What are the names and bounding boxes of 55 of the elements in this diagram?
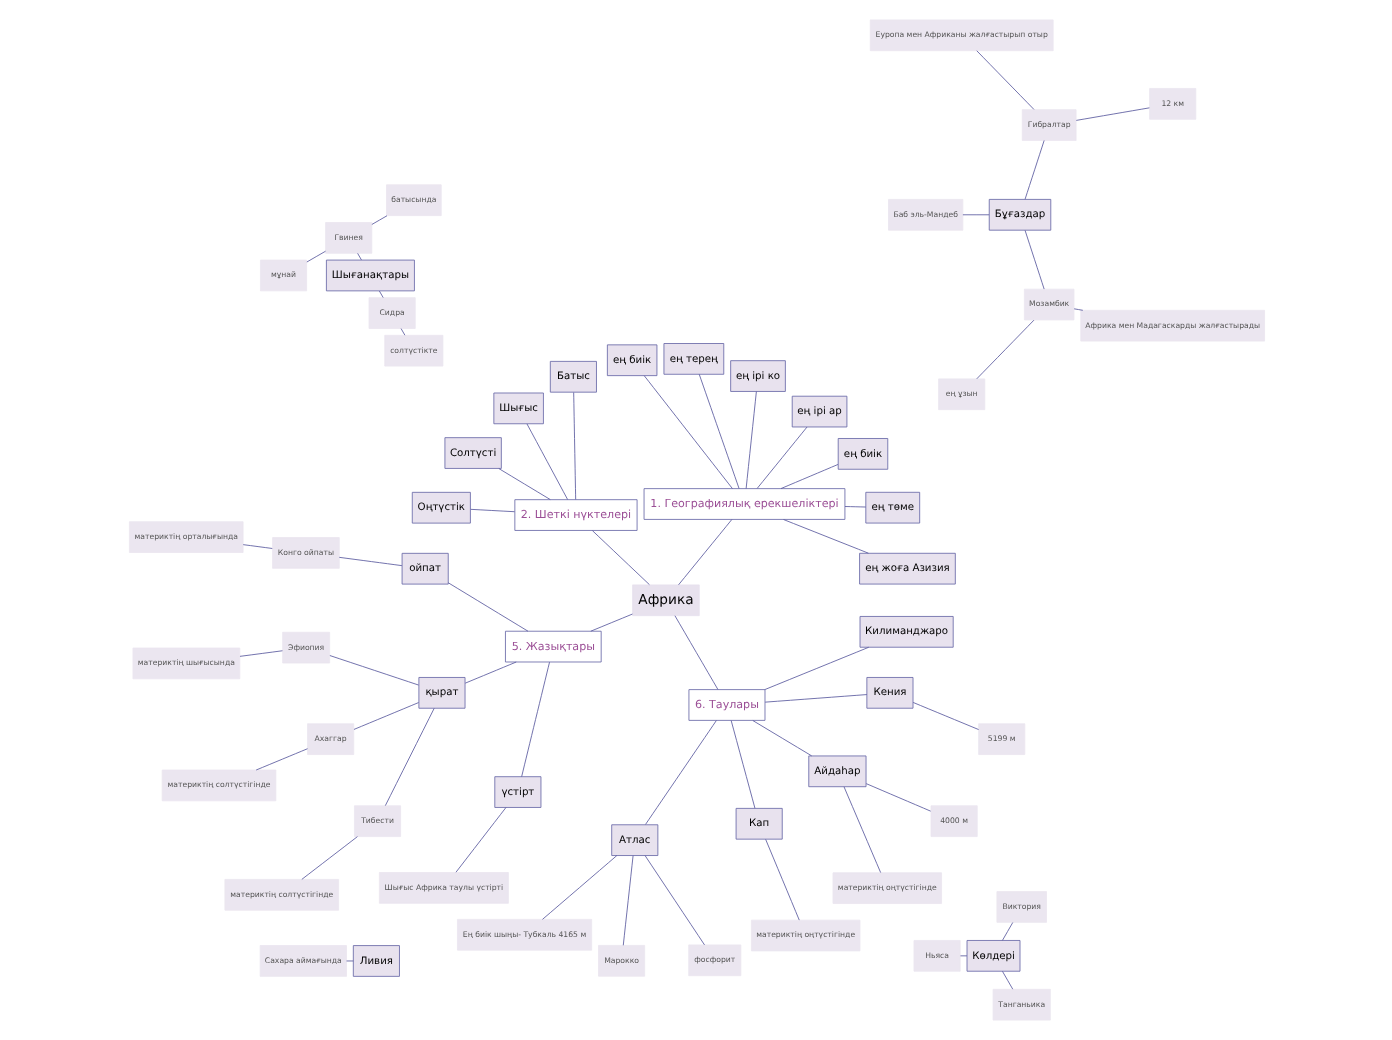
connector: [589, 613, 632, 632]
connector: [328, 655, 419, 686]
connector: [1023, 140, 1044, 200]
connector: [238, 650, 282, 657]
connector: [241, 544, 272, 549]
connector: [446, 582, 528, 632]
connector: [779, 464, 838, 489]
connector: [590, 530, 649, 586]
connector: [356, 252, 361, 261]
connector: [911, 702, 978, 730]
connector: [729, 720, 755, 809]
connector: [469, 508, 514, 513]
connector: [254, 748, 307, 771]
connector: [383, 707, 434, 807]
connector: [764, 838, 799, 921]
connector: [399, 328, 405, 336]
connector: [744, 391, 756, 489]
connector: [755, 426, 807, 489]
connector: [975, 319, 1034, 380]
connector: [305, 250, 325, 263]
connector: [454, 807, 506, 873]
connector: [463, 661, 516, 684]
connector: [345, 960, 353, 962]
connector: [643, 855, 704, 946]
connector: [497, 468, 550, 500]
connector: [697, 373, 739, 489]
connector: [300, 836, 357, 880]
connector: [370, 215, 387, 225]
connector: [644, 720, 716, 825]
connector: [621, 855, 633, 946]
connector: [843, 506, 866, 508]
connector: [1072, 308, 1083, 311]
connector: [525, 423, 568, 500]
connector: [763, 694, 867, 703]
connector: [520, 661, 549, 778]
connector: [961, 214, 989, 216]
connector: [959, 955, 967, 957]
connector: [572, 392, 576, 500]
connector: [337, 556, 402, 567]
connector: [1074, 107, 1149, 121]
connector: [975, 50, 1034, 110]
connector: [1001, 922, 1013, 941]
connector: [677, 519, 732, 586]
connector: [673, 615, 718, 690]
connector: [642, 375, 732, 490]
connector: [782, 519, 868, 554]
connector: [377, 290, 383, 299]
connector: [352, 702, 419, 730]
connector: [864, 783, 931, 812]
connector: [842, 786, 881, 873]
connector: [1001, 970, 1013, 990]
connector: [763, 646, 869, 690]
connector: [1023, 230, 1044, 290]
connector: [751, 720, 812, 757]
connector: [541, 855, 617, 920]
